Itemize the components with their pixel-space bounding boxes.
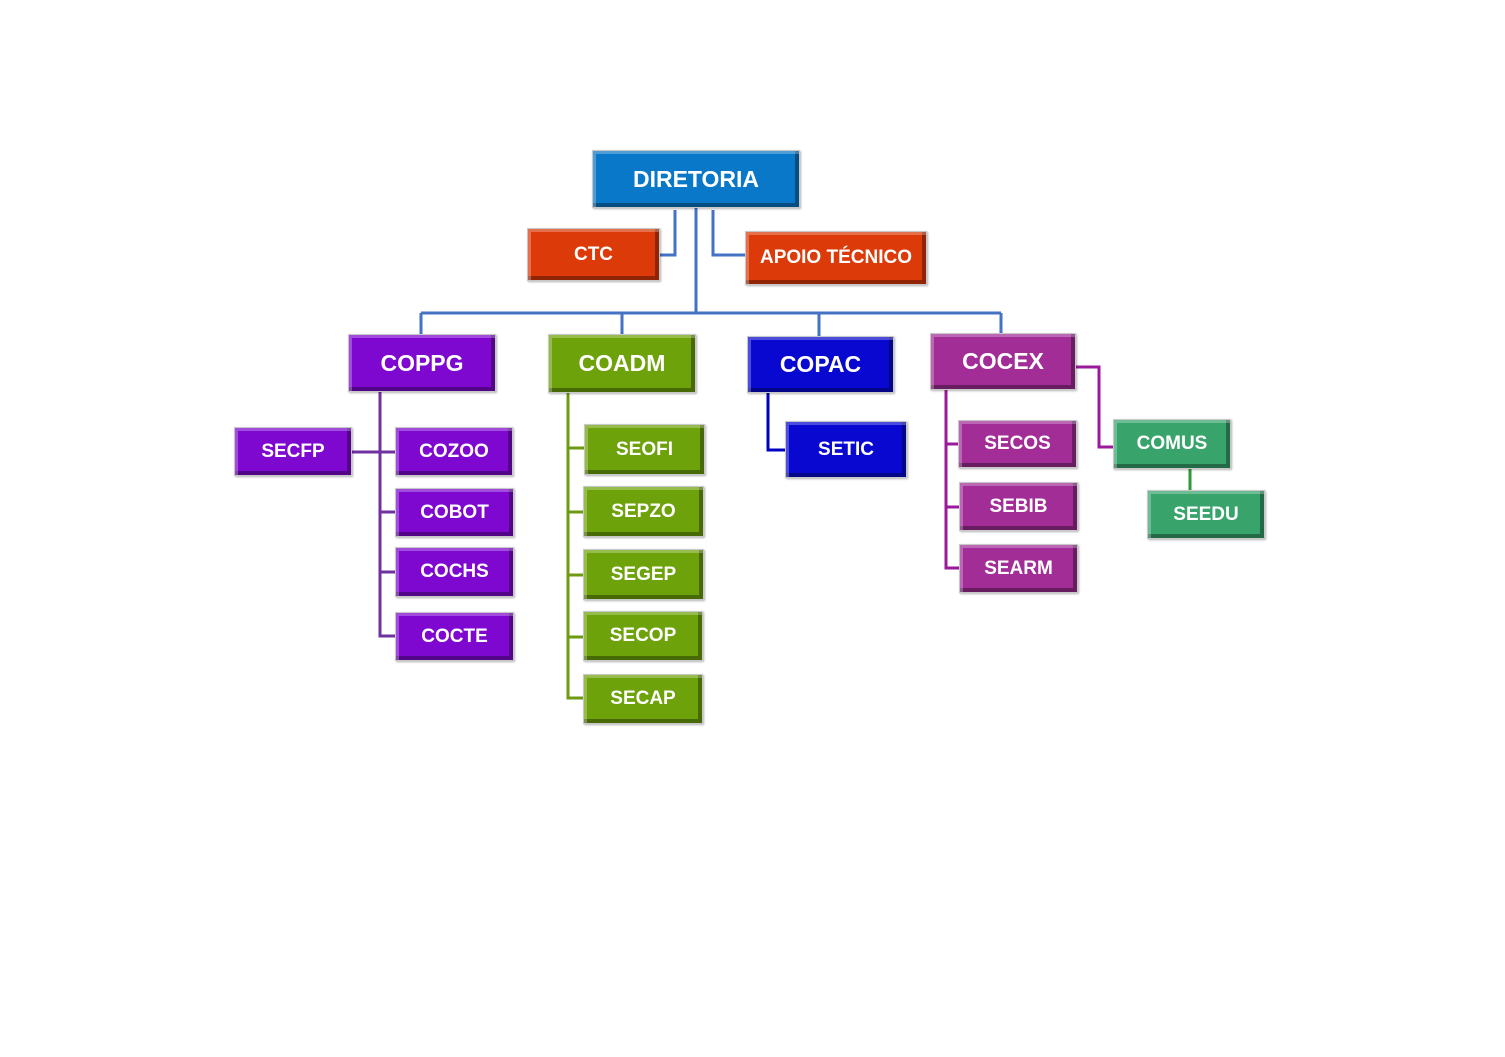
cocex-box: COCEX [930,333,1076,390]
cochs-box: COCHS [395,547,514,597]
coadm-box: COADM [548,334,696,393]
coppg-connectors [352,392,395,638]
diretoria-box: DIRETORIA [592,150,800,208]
cobot-box: COBOT [395,488,514,537]
copac-connectors [766,393,785,452]
segep-box: SEGEP [583,549,704,600]
secos-box: SECOS [958,420,1077,468]
copac-box: COPAC [747,336,894,393]
sebib-box: SEBIB [959,482,1078,531]
searm-box: SEARM [959,544,1078,593]
ctc-box: CTC [527,228,660,281]
seofi-box: SEOFI [584,424,705,475]
cozoo-box: COZOO [395,427,513,476]
secop-box: SECOP [583,611,703,661]
secfp-box: SECFP [234,427,352,476]
setic-box: SETIC [785,421,907,478]
diretoria-connectors [419,208,1003,336]
secap-box: SECAP [583,674,703,724]
coadm-connectors [566,393,584,700]
cocte-box: COCTE [395,612,514,661]
comus-box: COMUS [1113,419,1231,469]
sepzo-box: SEPZO [583,486,704,537]
cocex-connectors [944,365,1113,570]
apoio-tecnico-box: APOIO TÉCNICO [745,231,927,285]
seedu-box: SEEDU [1147,490,1265,539]
coppg-box: COPPG [348,334,496,392]
